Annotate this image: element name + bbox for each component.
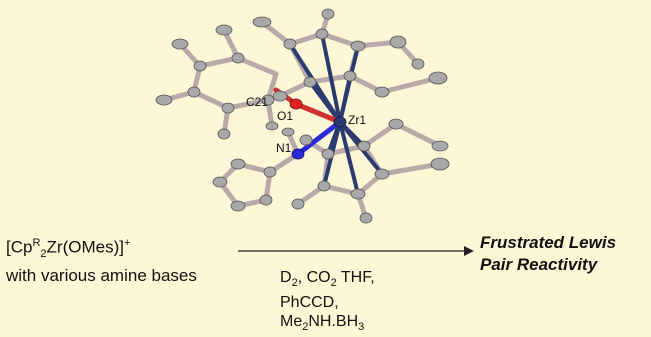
zirconium-atom bbox=[333, 116, 347, 128]
label-n1: N1 bbox=[276, 141, 292, 155]
zirconium-bonds bbox=[288, 32, 384, 196]
label-o1: O1 bbox=[277, 109, 294, 123]
product-line-1: Frustrated Lewis bbox=[480, 233, 617, 252]
product-text: Frustrated Lewis Pair Reactivity bbox=[480, 232, 616, 276]
conditions-line-2: PhCCD, bbox=[280, 294, 339, 312]
nitrogen-atom bbox=[291, 148, 305, 160]
label-c21: C21 bbox=[246, 95, 269, 109]
conditions-line-3: Me2NH.BH3 bbox=[280, 313, 365, 334]
product-line-2: Pair Reactivity bbox=[480, 255, 598, 274]
reaction-arrow bbox=[238, 246, 474, 256]
reactant-description: with various amine bases bbox=[6, 266, 197, 286]
thermal-ellipsoids bbox=[155, 8, 450, 224]
crystal-structure bbox=[155, 8, 450, 224]
oxygen-atom bbox=[289, 98, 303, 110]
reactant-text: [CpR2Zr(OMes)]+ with various amine bases bbox=[6, 232, 197, 287]
zr-n-bond bbox=[295, 119, 343, 157]
reaction-conditions: D2, CO2 THF, PhCCD, Me2NH.BH3 bbox=[280, 268, 375, 337]
reactant-formula: [CpR2Zr(OMes)]+ bbox=[6, 237, 131, 261]
conditions-line-1: D2, CO2 THF, bbox=[280, 269, 375, 290]
label-zr1: Zr1 bbox=[348, 113, 366, 127]
